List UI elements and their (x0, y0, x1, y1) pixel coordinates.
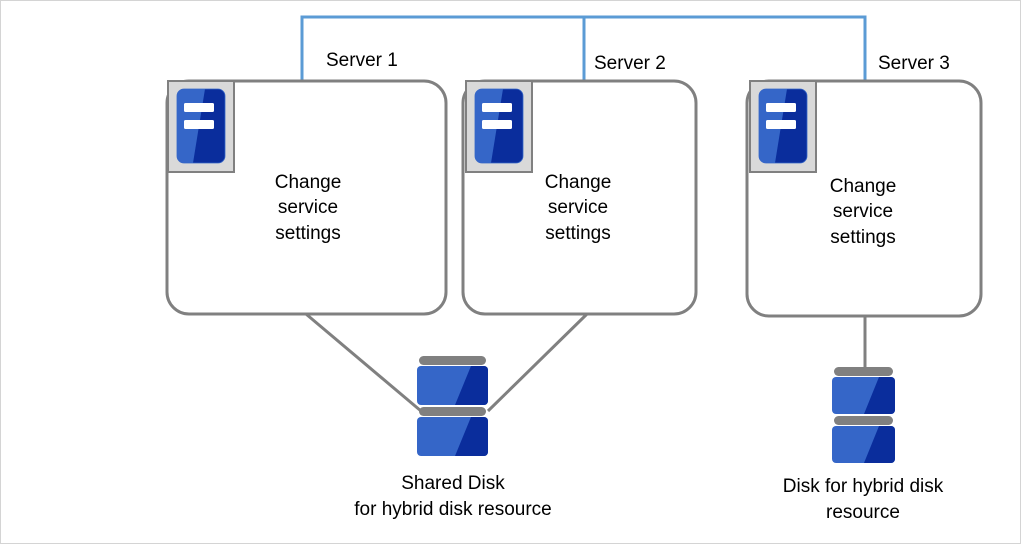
server-2-body-line-2: service (548, 197, 608, 218)
server-2-label: Server 2 (594, 53, 666, 74)
shared-disk-group[interactable]: Shared Disk for hybrid disk resource (354, 356, 552, 520)
server-3-label: Server 3 (878, 53, 950, 74)
server-1-body-line-2: service (278, 197, 338, 218)
server-1-group[interactable]: Change service settings (165, 79, 448, 316)
server-3-body-line-2: service (833, 201, 893, 222)
server-icon (168, 81, 234, 172)
server-3-group[interactable]: Change service settings (745, 79, 983, 318)
shared-disk-caption-line-1: Shared Disk (401, 473, 505, 494)
server-2-body-line-3: settings (545, 223, 610, 244)
disk-connectors (305, 312, 867, 413)
server-2-body-line-1: Change (545, 172, 612, 193)
server-1-label: Server 1 (326, 50, 398, 71)
server-icon (750, 81, 816, 172)
disk-stack-icon[interactable] (417, 356, 488, 456)
connector-server1-shared-disk (305, 312, 422, 413)
server-1-box[interactable] (165, 79, 448, 316)
interconnect-bus (300, 15, 867, 81)
server-3-body-line-3: settings (830, 227, 895, 248)
server3-disk-caption-line-1: Disk for hybrid disk (783, 476, 944, 497)
server3-disk-group[interactable]: Disk for hybrid disk resource (783, 367, 944, 523)
server-2-group[interactable]: Change service settings (461, 79, 698, 316)
server-icon (466, 81, 532, 172)
server3-disk-caption-line-2: resource (826, 502, 900, 523)
shared-disk-caption-line-2: for hybrid disk resource (354, 499, 551, 520)
connector-server2-shared-disk (486, 312, 589, 413)
server-1-body-line-3: settings (275, 223, 340, 244)
disk-stack-icon[interactable] (832, 367, 895, 463)
server-1-body-line-1: Change (275, 172, 342, 193)
server-3-body-line-1: Change (830, 176, 897, 197)
